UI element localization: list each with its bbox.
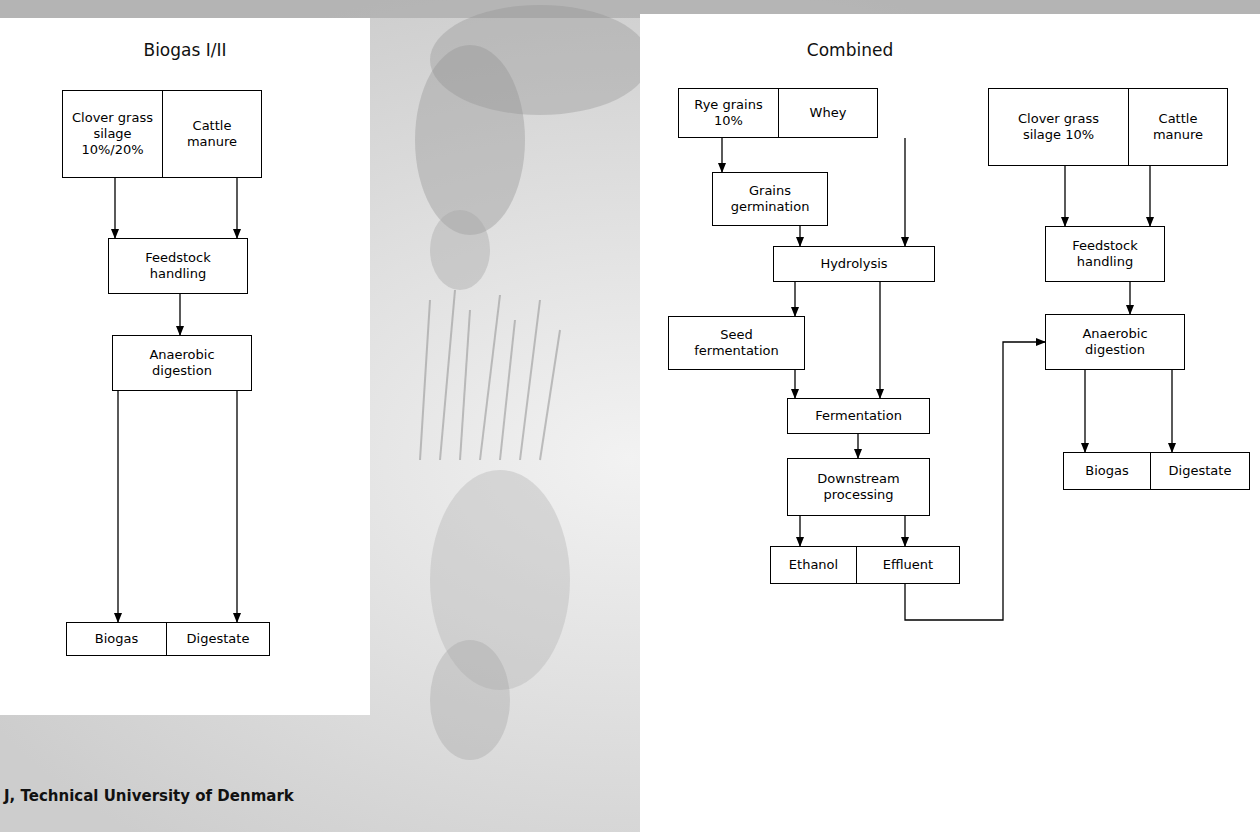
- box-label: Ethanol: [789, 557, 838, 573]
- process-box: Feedstock handling: [1045, 226, 1165, 282]
- flow-arrow: [1129, 282, 1130, 314]
- panel: Biogas I/II Clover grass silage 10%/20% Ca…: [0, 18, 370, 715]
- flow-arrow: [904, 516, 905, 546]
- process-box: Clover grass silage 10%/20%: [62, 90, 163, 178]
- flow-arrow: [1084, 370, 1085, 452]
- box-label: Digestate: [187, 631, 250, 647]
- box-label: Cattle manure: [1137, 111, 1219, 143]
- flow-arrow: [721, 138, 722, 172]
- flow-arrow: [857, 434, 858, 458]
- panel-heading: Combined: [750, 40, 950, 60]
- box-label: Rye grains 10%: [687, 97, 770, 129]
- process-box: Effluent: [856, 546, 960, 584]
- box-label: Feedstock handling: [1054, 238, 1156, 270]
- flow-arrow: [117, 391, 118, 622]
- box-label: Cattle manure: [171, 118, 253, 150]
- process-box: Downstream processing: [787, 458, 930, 516]
- process-box: Hydrolysis: [773, 246, 935, 282]
- box-label: Fermentation: [815, 408, 902, 424]
- box-label: Grains germination: [721, 183, 819, 215]
- box-label: Effluent: [883, 557, 933, 573]
- process-box: Digestate: [166, 622, 270, 656]
- process-box: Feedstock handling: [108, 238, 248, 294]
- flow-arrow: [236, 391, 237, 622]
- panel: CombinedRye grains 10% Whey Clover grass s…: [640, 14, 1260, 832]
- process-box: Ethanol: [770, 546, 857, 584]
- flow-arrow: [179, 294, 180, 335]
- flow-arrow: [236, 178, 237, 238]
- box-label: Digestate: [1169, 463, 1232, 479]
- process-box: Anaerobic digestion: [112, 335, 252, 391]
- flow-arrow: [1171, 370, 1172, 452]
- process-box: Digestate: [1150, 452, 1250, 490]
- panel-heading: Biogas I/II: [0, 40, 370, 60]
- box-label: Clover grass silage 10%: [997, 111, 1120, 143]
- box-label: Anaerobic digestion: [1054, 326, 1176, 358]
- process-box: Fermentation: [787, 398, 930, 434]
- box-label: Biogas: [1085, 463, 1128, 479]
- process-box: Seed fermentation: [668, 316, 805, 370]
- process-box: Rye grains 10%: [678, 88, 779, 138]
- box-label: Feedstock handling: [117, 250, 239, 282]
- process-box: Cattle manure: [162, 90, 262, 178]
- process-box: Biogas: [66, 622, 167, 656]
- process-box: Whey: [778, 88, 878, 138]
- box-label: Seed fermentation: [677, 327, 796, 359]
- flow-arrow: [799, 226, 800, 246]
- process-box: Grains germination: [712, 172, 828, 226]
- flow-arrow: [794, 282, 795, 316]
- box-label: Whey: [810, 105, 847, 121]
- process-box: Anaerobic digestion: [1045, 314, 1185, 370]
- box-label: Anaerobic digestion: [121, 347, 243, 379]
- flow-arrow: [799, 516, 800, 546]
- flow-arrow: [904, 138, 905, 246]
- flow-arrow: [794, 370, 795, 398]
- flow-arrow: [879, 282, 880, 398]
- process-box: Clover grass silage 10%: [988, 88, 1129, 166]
- process-box: Biogas: [1063, 452, 1151, 490]
- box-label: Hydrolysis: [820, 256, 887, 272]
- footer-text: J, Technical University of Denmark: [4, 787, 294, 805]
- box-label: Downstream processing: [796, 471, 921, 503]
- flow-arrow: [1064, 166, 1065, 226]
- flow-arrow: [1149, 166, 1150, 226]
- process-box: Cattle manure: [1128, 88, 1228, 166]
- box-label: Clover grass silage 10%/20%: [71, 110, 154, 158]
- flow-arrow: [114, 178, 115, 238]
- box-label: Biogas: [95, 631, 138, 647]
